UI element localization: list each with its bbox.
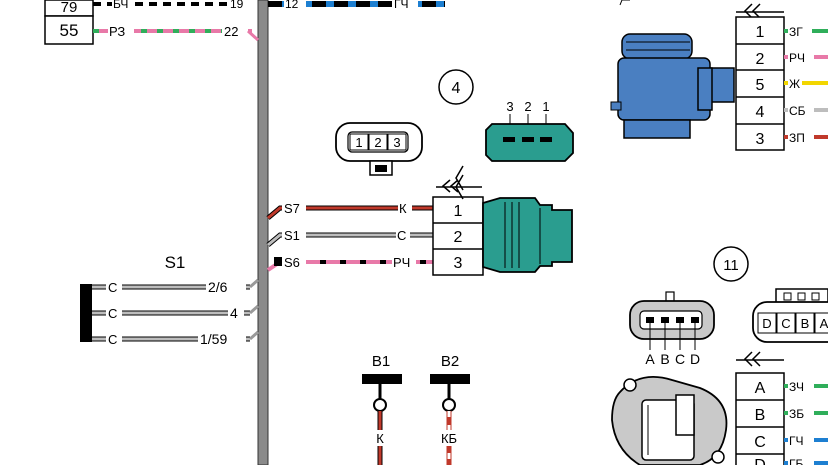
- wire-top-color-label: БЧ: [113, 0, 128, 11]
- sensor11-wire-b: ЗБ: [789, 407, 804, 421]
- maf-wire-4: СБ: [789, 104, 806, 118]
- ground-b2-label: B2: [441, 353, 459, 370]
- sensor11-plug-pin-c: C: [781, 316, 790, 331]
- wire-top-center-color: ГЧ: [394, 0, 409, 11]
- sensor11-pin-d: D: [754, 457, 766, 465]
- component-number-11: 11: [713, 246, 749, 282]
- maf-pin-3: 3: [756, 131, 765, 148]
- harness-sensor-4: S7 К S1 С S6 РЧ 1 2 3: [266, 165, 573, 276]
- ground-b1-label: B1: [372, 353, 390, 370]
- harness-tag-s1: S1: [284, 228, 300, 243]
- socket-321-connector: 3 2 1: [485, 99, 574, 162]
- maf-wire-1: ЗГ: [789, 25, 803, 39]
- sensor11-wire-d: ГБ: [789, 457, 803, 465]
- wire-55-destination: 22: [224, 24, 238, 39]
- splice-row2-dest: 4: [230, 305, 238, 321]
- sensor4-pin-2: 2: [454, 229, 463, 246]
- connector-top-left: 79 55 БЧ 19 РЗ 22: [44, 0, 260, 45]
- socket-pin-2: 2: [524, 99, 531, 114]
- sensor11-socket-pin-c: C: [675, 351, 685, 367]
- sensor11-connector: A B C D ЗЧ ЗБ ГЧ ГБ: [735, 351, 828, 465]
- maf-wire-5: Ж: [789, 77, 800, 91]
- socket-pin-3: 3: [506, 99, 513, 114]
- pin-79-label: 79: [61, 0, 78, 16]
- maf-pin-4: 4: [756, 104, 765, 121]
- socket-pin-1: 1: [542, 99, 549, 114]
- component-number-4: 4: [438, 69, 474, 105]
- sensor11-plug-pin-b: B: [801, 316, 810, 331]
- plug-pin-3: 3: [393, 135, 400, 150]
- harness-tag-s6: S6: [284, 255, 300, 270]
- sensor4-pin-1: 1: [454, 203, 463, 220]
- maf-wire-2: РЧ: [789, 51, 805, 65]
- plug-pin-1: 1: [355, 135, 362, 150]
- svg-text:11: 11: [723, 257, 739, 274]
- maf-pin-5: 5: [756, 77, 765, 94]
- sensor11-socket-pin-d: D: [690, 351, 700, 367]
- splice-row3-wire: С: [108, 332, 117, 347]
- main-harness-trunk: [257, 0, 269, 465]
- sensor4-pin-3: 3: [454, 255, 463, 272]
- harness-tag-s7: S7: [284, 201, 300, 216]
- splice-s1-title: S1: [165, 253, 186, 272]
- ground-b2-wire: КБ: [441, 431, 457, 446]
- sensor11-plug-pin-d: D: [762, 316, 771, 331]
- sensor11-pin-c: C: [754, 434, 766, 451]
- maf-connector: 1 2 5 4 3 ЗГ РЧ Ж СБ ЗП: [735, 3, 828, 151]
- sensor11-socket: A B C D: [629, 291, 715, 367]
- plug-pin-2: 2: [374, 135, 381, 150]
- wire-top-center: 12 ГЧ: [268, 0, 445, 11]
- sensor11-wire-c: ГЧ: [789, 434, 804, 448]
- plug-123-connector: 1 2 3: [335, 122, 423, 176]
- svg-text:4: 4: [452, 80, 461, 97]
- sensor11-pin-a: A: [755, 380, 766, 397]
- maf-sensor: [610, 0, 735, 139]
- harness-wire-s7: К: [399, 201, 407, 216]
- splice-row2-wire: С: [108, 306, 117, 321]
- sensor11-plug: D C B A: [752, 288, 828, 343]
- sensor11-body: [611, 376, 728, 465]
- sensor11-wire-a: ЗЧ: [789, 380, 804, 394]
- wire-55-color-label: РЗ: [109, 24, 125, 39]
- sensor11-plug-pin-a: A: [820, 316, 828, 331]
- splice-s1: S1 С 2/6 С 4 С 1/59: [80, 253, 259, 347]
- harness-wire-s1: С: [397, 228, 406, 243]
- ground-b1: B1 К: [362, 353, 402, 465]
- maf-pin-1: 1: [756, 24, 765, 41]
- wire-top-center-number: 12: [285, 0, 299, 11]
- ground-b2: B2 КБ: [430, 353, 470, 465]
- splice-row1-wire: С: [108, 280, 117, 295]
- sensor11-pin-b: B: [755, 407, 766, 424]
- harness-wire-s6: РЧ: [393, 255, 410, 270]
- sensor11-socket-pin-a: A: [645, 351, 655, 367]
- pin-55-label: 55: [60, 21, 79, 40]
- ground-b1-wire: К: [376, 431, 384, 446]
- sensor11-socket-pin-b: B: [660, 351, 669, 367]
- maf-wire-3: ЗП: [789, 131, 805, 145]
- wire-top-destination: 19: [230, 0, 244, 11]
- splice-row3-dest: 1/59: [200, 331, 227, 347]
- maf-pin-2: 2: [756, 51, 765, 68]
- splice-row1-dest: 2/6: [208, 279, 228, 295]
